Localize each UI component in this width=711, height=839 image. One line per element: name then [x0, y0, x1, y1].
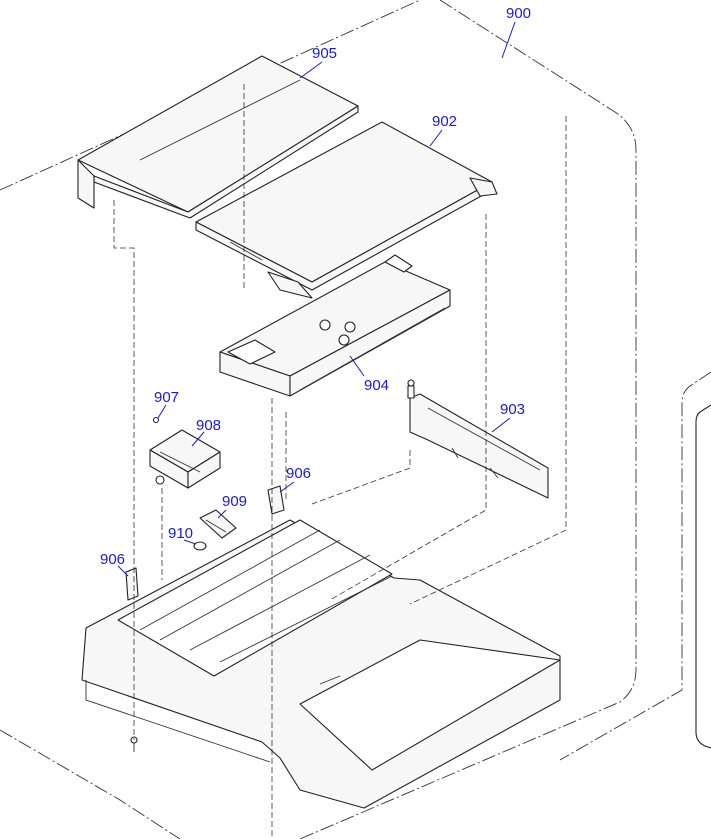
callout-908: 908 — [196, 417, 221, 434]
callout-904: 904 — [364, 377, 389, 394]
callout-906-lower: 906 — [100, 551, 125, 568]
side-detail-box — [695, 404, 711, 749]
part-904-frame — [219, 254, 451, 397]
alignment-lines — [113, 84, 567, 839]
part-906-clip-left — [125, 567, 139, 752]
main-tray-body — [81, 519, 561, 809]
callout-906-upper: 906 — [286, 465, 311, 482]
part-902-panel — [195, 121, 498, 299]
part-909-pad — [199, 509, 237, 539]
part-903-side-panel — [407, 379, 549, 499]
callout-909: 909 — [222, 493, 247, 510]
callout-903: 903 — [500, 401, 525, 418]
callout-905: 905 — [312, 45, 337, 62]
callout-labels: 900 905 902 904 903 907 908 906 909 910 … — [100, 5, 531, 568]
callout-910: 910 — [168, 525, 193, 542]
part-910-roller — [193, 541, 207, 551]
callout-907: 907 — [154, 389, 179, 406]
part-908-roller-assembly — [149, 416, 221, 489]
callout-902: 902 — [432, 113, 457, 130]
leader-lines — [117, 21, 516, 577]
callout-900: 900 — [506, 5, 531, 22]
part-906-clip-right — [267, 485, 285, 515]
part-905-top-cover — [77, 55, 359, 219]
